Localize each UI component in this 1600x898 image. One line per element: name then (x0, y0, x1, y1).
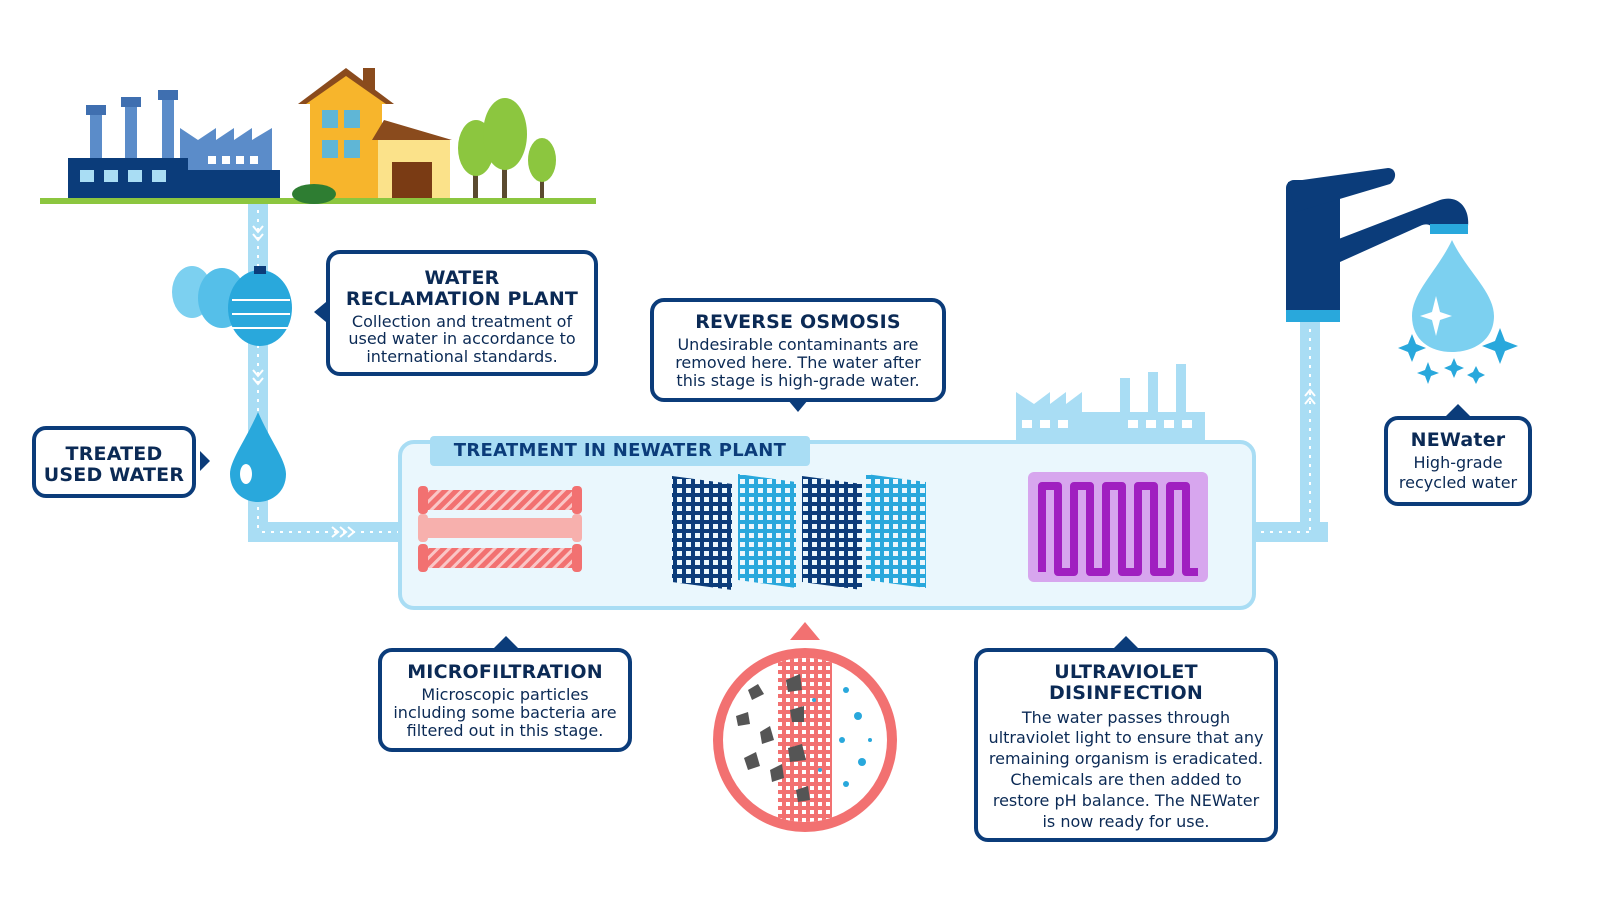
callout-title: WATER (424, 267, 500, 289)
callout-newater: NEWater High-grade recycled water (1384, 416, 1532, 506)
callout-title: NEWater (1410, 429, 1506, 451)
callout-text: Undesirable contaminants are removed her… (675, 335, 921, 391)
pointer (788, 400, 808, 412)
tap-icon (1286, 168, 1469, 322)
sparkle-icon (1444, 358, 1464, 378)
callout-title: ULTRAVIOLET (1054, 661, 1198, 683)
callout-text: Microscopic particles including some bac… (393, 685, 617, 741)
callout-text: Collection and treatment of used water i… (348, 311, 576, 367)
callout-text: The water passes through ultraviolet lig… (988, 707, 1264, 831)
sparkle-icon (1398, 334, 1426, 362)
pointer (1446, 404, 1470, 416)
factory-icon (68, 90, 280, 198)
house-icon (292, 68, 452, 204)
microfilter-tubes-icon (418, 486, 582, 572)
uv-lamp-icon (1028, 472, 1208, 582)
callout-title: RECLAMATION PLANT (345, 288, 579, 311)
callout-water-reclamation: WATER RECLAMATION PLANT Collection and t… (326, 250, 598, 376)
callout-title: USED WATER (43, 464, 185, 487)
tree-icon (458, 98, 556, 198)
plant-title: TREATMENT IN NEWATER PLANT (430, 436, 810, 466)
plant-building-icon (1016, 364, 1205, 442)
callout-title: TREATED (65, 443, 163, 465)
callout-treated-used-water: TREATED USED WATER (32, 426, 196, 498)
magnifier-membrane-icon (713, 622, 897, 832)
callout-title: REVERSE OSMOSIS (695, 311, 901, 333)
water-drop-icon (1412, 240, 1494, 352)
callout-title: MICROFILTRATION (407, 661, 603, 683)
callout-reverse-osmosis: REVERSE OSMOSIS Undesirable contaminants… (650, 298, 946, 402)
pointer (1114, 636, 1138, 648)
water-drop-highlight (240, 464, 252, 484)
callout-title: DISINFECTION (1049, 682, 1203, 705)
sparkle-icon (1417, 362, 1439, 384)
pointer (494, 636, 518, 648)
ro-membrane-icon (672, 474, 926, 590)
sparkle-icon (1420, 296, 1452, 336)
water-drop-icon (230, 412, 286, 502)
callout-text: High-grade recycled water (1398, 453, 1518, 493)
callout-microfiltration: MICROFILTRATION Microscopic particles in… (378, 648, 632, 752)
sparkle-icon (1467, 366, 1485, 384)
pointer (200, 451, 210, 471)
callout-ultraviolet-disinfection: ULTRAVIOLET DISINFECTION The water passe… (974, 648, 1278, 842)
pointer (314, 302, 326, 322)
sparkle-icon (1482, 328, 1518, 364)
storage-tank-icon (172, 266, 292, 346)
